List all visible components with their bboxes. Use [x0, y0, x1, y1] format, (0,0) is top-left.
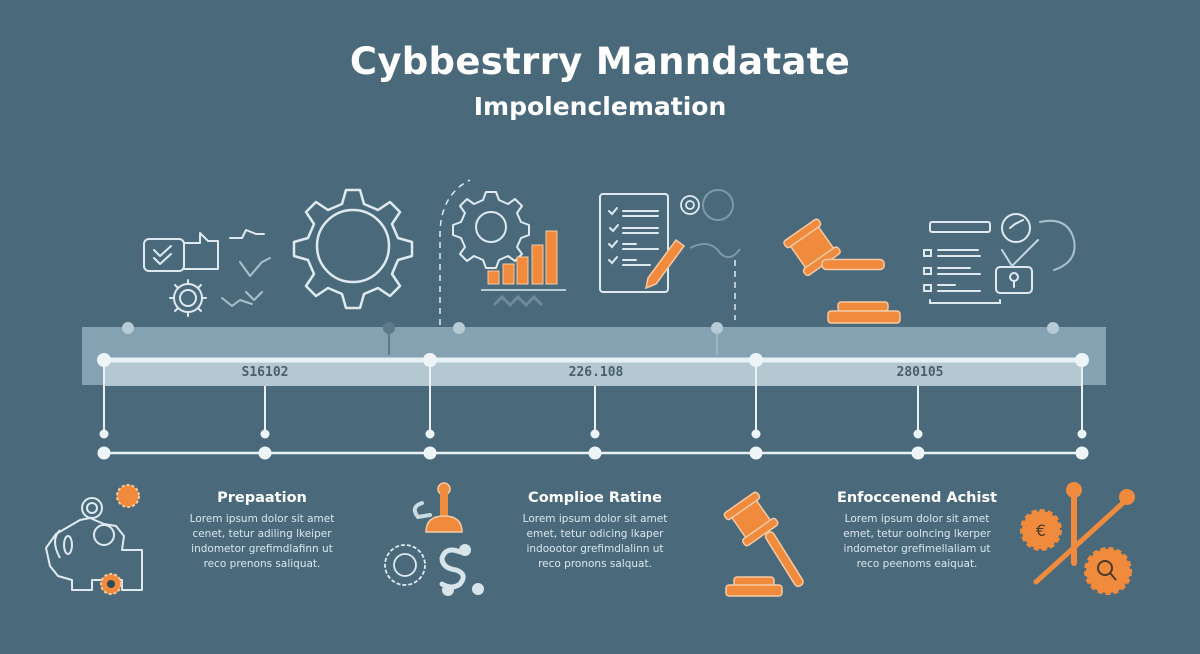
orange-gear-icon: [116, 484, 140, 508]
phase-text-line: emet, tetur oolncing lkerper: [843, 528, 991, 540]
orange-gear-small-icon: [100, 573, 122, 595]
phase-text-line: reco pronons salquat.: [538, 558, 652, 570]
lower-node[interactable]: [423, 446, 437, 460]
lower-node[interactable]: [588, 446, 602, 460]
phase-text-line: emet, tetur odicing lkaper: [526, 528, 664, 540]
lower-node[interactable]: [749, 446, 763, 460]
phase-text-line: indometor grefimdlafinn ut: [191, 543, 333, 555]
gear-bar-chart-icon: [439, 179, 566, 325]
phase-text-line: Lorem ipsum dolor sit amet: [844, 513, 990, 525]
orange-gear-icon: €: [1020, 509, 1062, 551]
phase-enforcement: Enfoccenend Achist Lorem ipsum dolor sit…: [812, 490, 1022, 572]
band-marker-dark: [383, 322, 395, 334]
large-gear-icon: [292, 188, 414, 310]
lower-node[interactable]: [97, 446, 111, 460]
phase-preparation: Prepaation Lorem ipsum dolor sit amet ce…: [157, 490, 367, 572]
process-tool-icon: [384, 482, 484, 596]
svg-text:€: €: [1036, 521, 1046, 540]
date-label-3: 280105: [896, 365, 944, 380]
date-label-2: 226.108: [568, 365, 624, 380]
phase-text-line: Lorem ipsum dolor sit amet: [189, 513, 335, 525]
gears-machine-icon: [45, 484, 143, 595]
timeline-node[interactable]: [423, 353, 437, 367]
outline-gear-icon: [384, 544, 426, 586]
gavel-bottom-icon: [723, 491, 804, 597]
infographic-title: Cybbestrry Manndatate: [349, 40, 851, 83]
timeline-node[interactable]: [1075, 353, 1089, 367]
timeline-node[interactable]: [97, 353, 111, 367]
timeline-inner-band: [105, 360, 1083, 386]
checklist-feedback-icon: [143, 229, 271, 317]
phase-title: Complioe Ratine: [528, 490, 662, 506]
band-markers: [122, 322, 1059, 334]
phase-compliance: Complioe Ratine Lorem ipsum dolor sit am…: [490, 490, 700, 572]
phase-title: Prepaation: [217, 490, 307, 506]
small-gear-icon: [169, 279, 207, 317]
gavel-icon: [783, 218, 901, 324]
date-label-1: S16102: [241, 365, 289, 380]
phase-text-line: reco peenoms eaiquat.: [856, 558, 978, 570]
orange-gears-pin-icon: €: [1020, 482, 1135, 595]
lower-node[interactable]: [258, 446, 272, 460]
infographic-subtitle: Impolenclemation: [473, 92, 727, 121]
checklist-pencil-icon: [599, 189, 741, 320]
phase-text-line: cenet, tetur adiling lkeiper: [192, 528, 332, 540]
lower-node[interactable]: [911, 446, 925, 460]
small-gear-icon: [680, 195, 700, 215]
document-lock-icon: [923, 213, 1076, 304]
timeline-node[interactable]: [749, 353, 763, 367]
phase-text-line: Lorem ipsum dolor sit amet: [522, 513, 668, 525]
lower-node[interactable]: [1075, 446, 1089, 460]
phase-text-line: reco prenons saliquat.: [203, 558, 321, 570]
phase-text-line: indometor grefimellaliam ut: [843, 543, 991, 555]
orange-gear-search-icon: [1084, 547, 1132, 595]
phase-text-line: indoootor grefimdlalinn ut: [526, 543, 664, 555]
phase-title: Enfoccenend Achist: [836, 490, 998, 506]
